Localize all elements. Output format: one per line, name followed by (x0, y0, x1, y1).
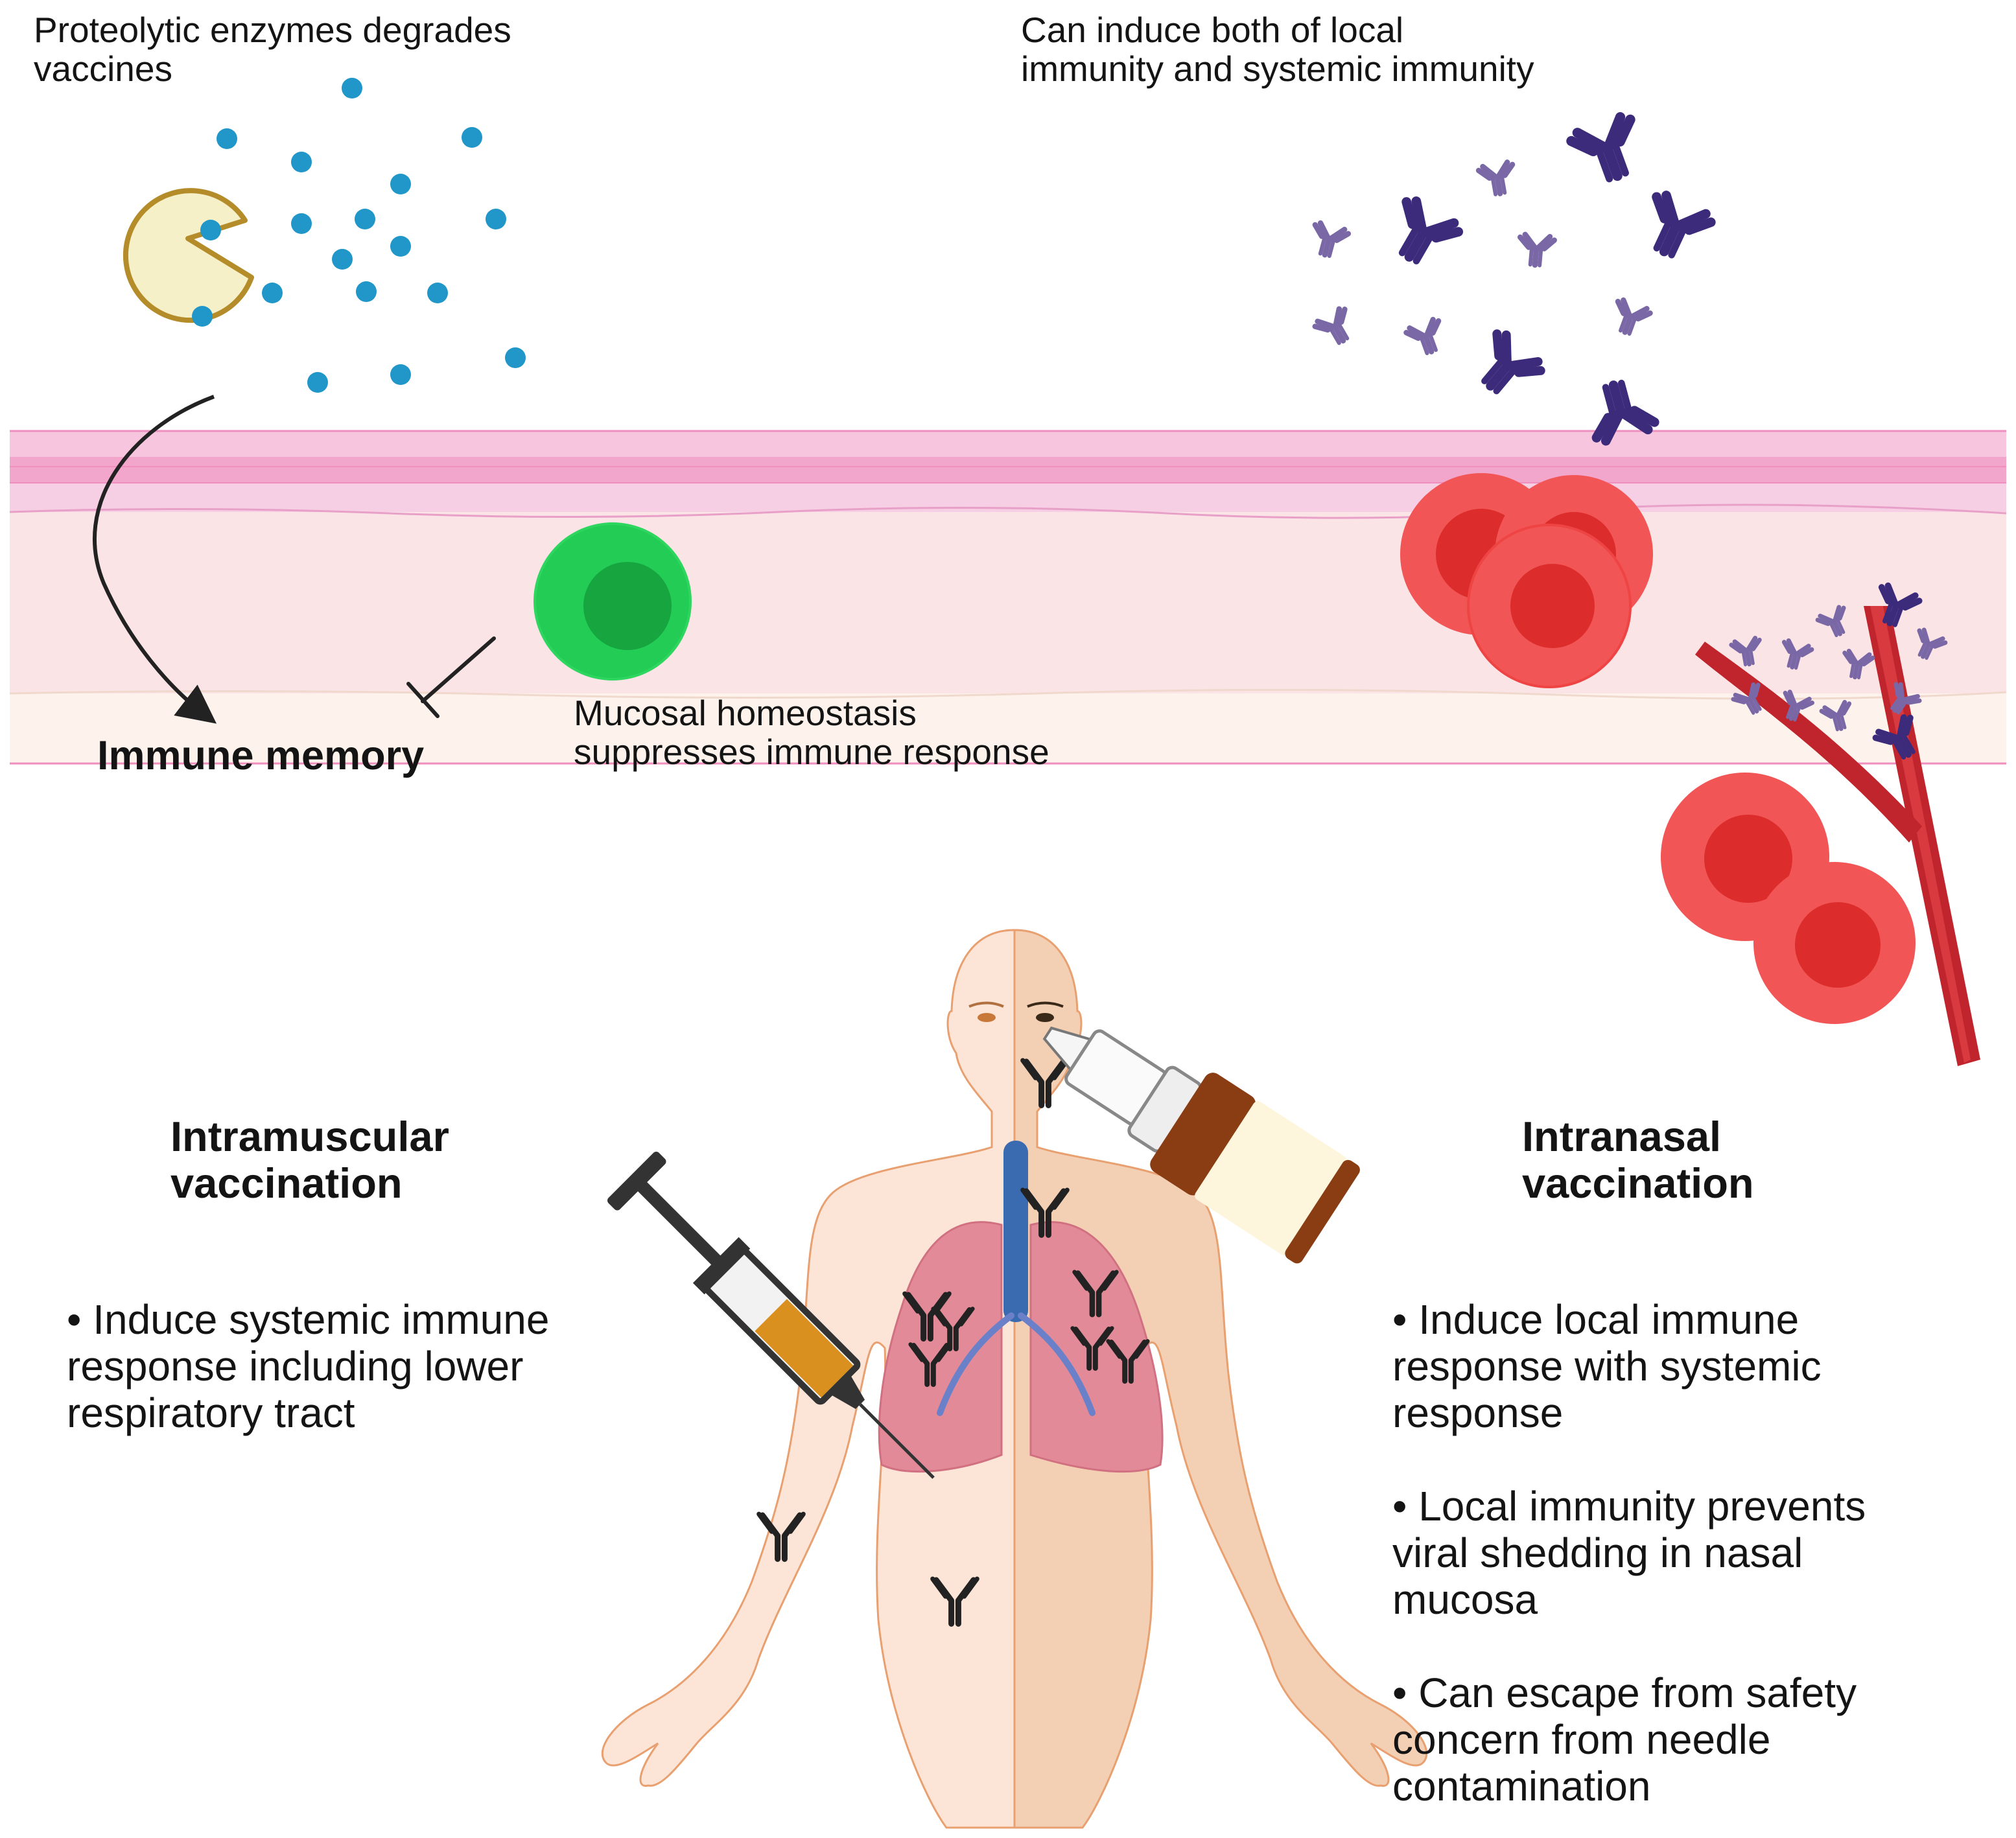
intranasal-bullet: • Can escape from safety concern from ne… (1392, 1669, 1857, 1809)
intranasal-title: Intranasal vaccination (1522, 1113, 1754, 1207)
red-blood-cells-vessel (1661, 773, 1916, 1024)
antibodies-cluster (1308, 114, 1713, 443)
mucosal-cell (533, 522, 692, 681)
vaccine-particles (192, 78, 526, 393)
proteolytic-enzyme (123, 188, 254, 323)
proteolytic-label: Proteolytic enzymes degrades vaccines (34, 10, 511, 89)
immune-memory-label: Immune memory (97, 733, 425, 778)
intranasal-bullet: • Local immunity prevents viral shedding… (1392, 1483, 1866, 1623)
local-systemic-label: Can induce both of local immunity and sy… (1021, 10, 1534, 89)
red-blood-cells-mucosa (1400, 473, 1653, 688)
arrow-to-immune-memory (92, 395, 217, 724)
intramuscular-bullets: • Induce systemic immune response includ… (67, 1250, 689, 1483)
mucosal-homeostasis-label: Mucosal homeostasis suppresses immune re… (574, 693, 1049, 772)
mucosa-layer (9, 430, 2007, 765)
intranasal-bullets: • Induce local immune response with syst… (1392, 1250, 2008, 1838)
intramuscular-bullet: • Induce systemic immune response includ… (67, 1296, 550, 1436)
intranasal-bullet: • Induce local immune response with syst… (1392, 1296, 1822, 1436)
syringe (607, 1152, 935, 1479)
inhibition-line (406, 636, 496, 718)
intramuscular-title: Intramuscular vaccination (170, 1113, 449, 1207)
nasal-spray (1042, 1026, 1360, 1264)
human-body (601, 929, 1428, 1829)
